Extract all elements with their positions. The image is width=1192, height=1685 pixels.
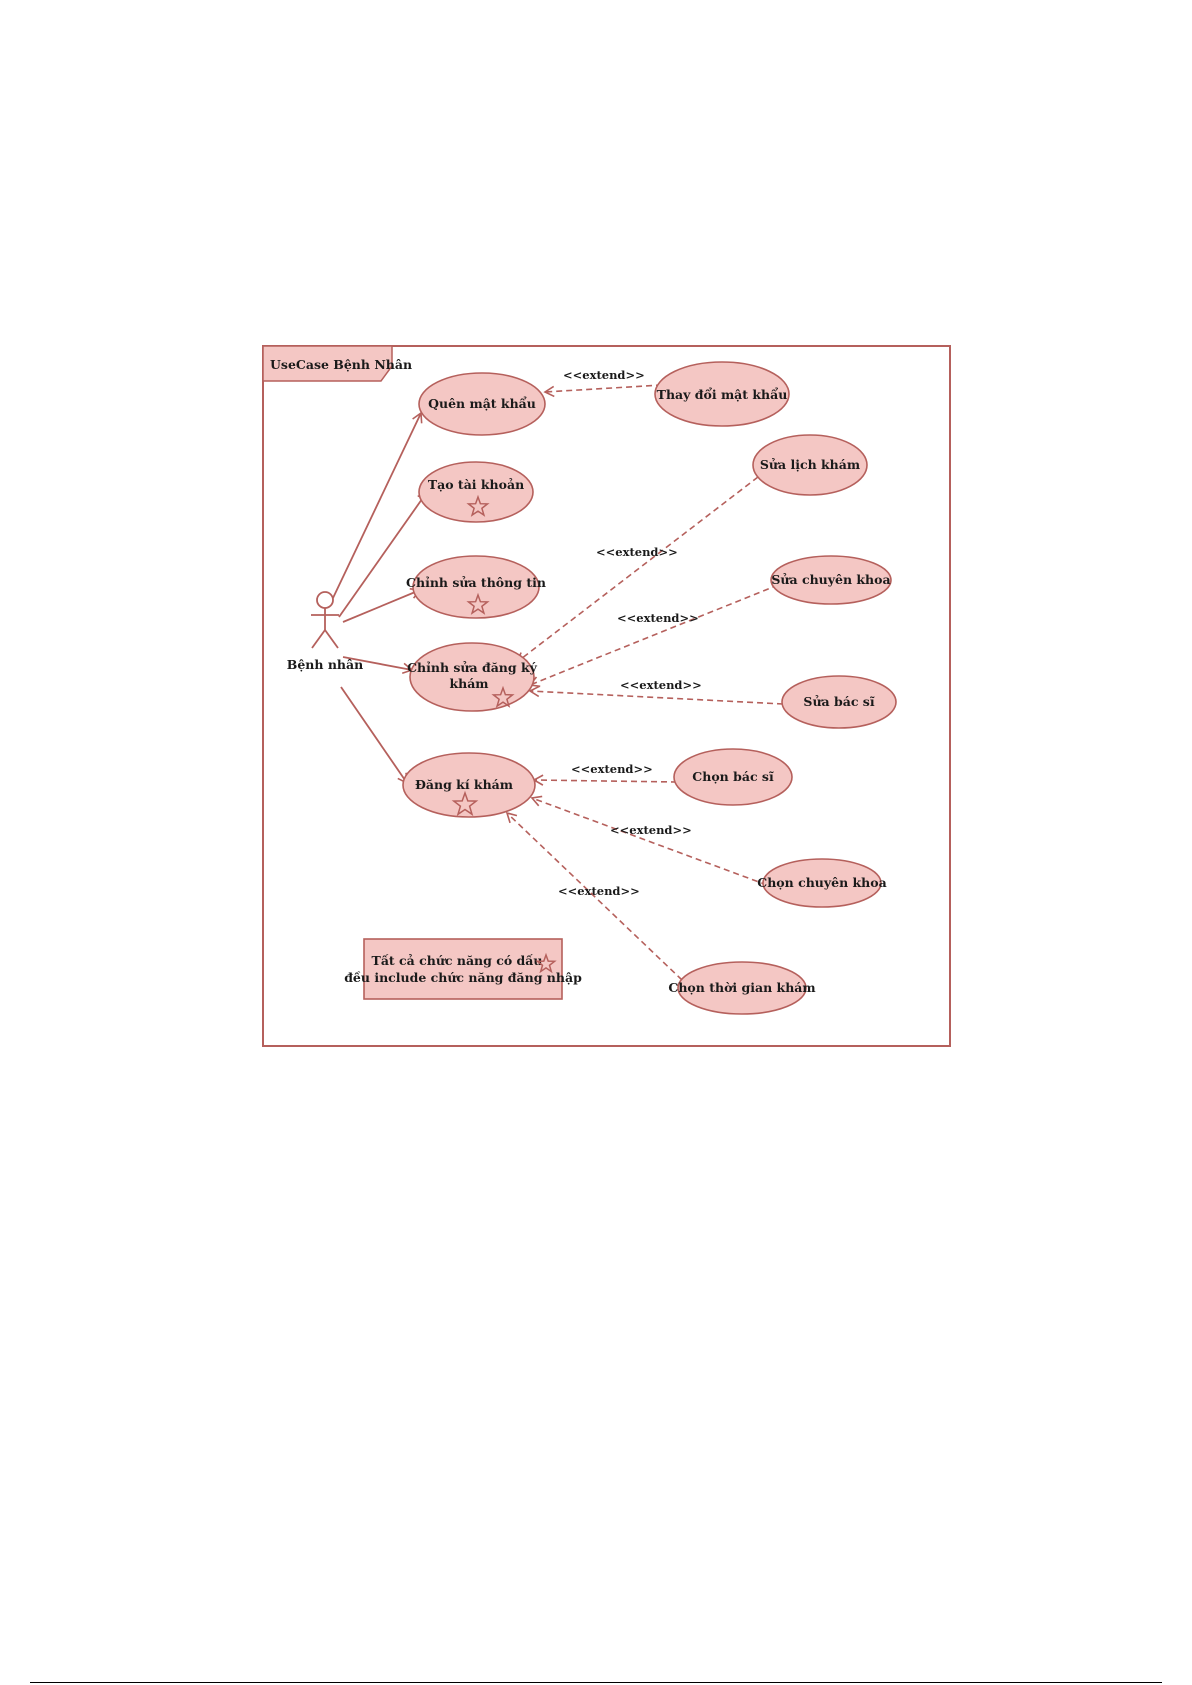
use-case-chon-chuyen-khoa: Chọn chuyên khoa [757,858,887,908]
actor-benh-nhan [311,591,339,649]
use-case-label: Chọn thời gian khám [668,980,815,995]
actor-leg-left [311,629,326,649]
page-footer-rule [30,1682,1162,1683]
actor-leg-right [324,629,339,649]
extend-label-7: <<extend>> [558,884,640,898]
extend-label-1: <<extend>> [563,368,645,382]
note-box: Tất cả chức năng có dấu đều include chức… [344,938,582,1000]
frame-title-tab [262,345,393,382]
extend-sua-chuyen-khoa [528,584,779,688]
use-case-shape [770,555,892,605]
actor-head [316,591,334,609]
use-case-shape [402,752,536,818]
use-case-label: Quên mật khẩu [428,396,536,411]
use-case-sua-lich-kham: Sửa lịch khám [752,434,868,496]
use-case-label-line2: khám [449,676,488,691]
extend-label-4: <<extend>> [620,678,702,692]
use-case-label: Sửa bác sĩ [803,694,874,709]
use-case-shape [412,555,540,619]
use-case-shape [654,361,790,427]
use-case-label: Đăng kí khám [415,777,513,792]
note-line-2: đều include chức năng đăng nhập [344,970,582,985]
use-case-sua-chuyen-khoa: Sửa chuyên khoa [770,555,892,605]
frame-title: UseCase Bệnh Nhân [270,357,412,372]
use-case-shape [418,372,546,436]
use-case-label: Sửa chuyên khoa [771,572,890,587]
use-case-tao-tai-khoan: Tạo tài khoản [418,461,534,523]
use-case-shape [409,642,535,712]
star-icon [491,685,515,708]
use-case-label: Chọn bác sĩ [692,769,774,784]
extend-label-2: <<extend>> [596,545,678,559]
extend-chon-bac-si [532,774,678,786]
use-case-label: Thay đổi mật khẩu [657,387,788,402]
use-case-thay-doi-mat-khau: Thay đổi mật khẩu [654,361,790,427]
star-icon [466,592,490,615]
use-case-dang-ki-kham: Đăng kí khám [402,752,536,818]
note-frame [363,938,563,1000]
star-icon [466,494,490,517]
note-line-1: Tất cả chức năng có dấu [372,953,543,968]
assoc-quen-mat-khau [332,411,423,599]
use-case-shape [673,748,793,806]
extend-sua-lich-kham [515,476,759,664]
extend-chon-chuyen-khoa [530,795,768,886]
star-icon [451,790,479,817]
assoc-tao-tai-khoan [338,490,428,618]
use-case-label: Chỉnh sửa thông tin [406,575,546,590]
use-case-label: Sửa lịch khám [760,457,860,472]
actor-name: Bệnh nhân [287,657,363,672]
use-case-shape [781,675,897,729]
extend-labels: <<extend>> <<extend>> <<extend>> <<exten… [558,368,702,898]
use-case-chon-bac-si: Chọn bác sĩ [673,748,793,806]
use-case-label: Tạo tài khoản [428,477,524,492]
use-case-chinh-sua-thong-tin: Chỉnh sửa thông tin [406,555,546,619]
extend-label-5: <<extend>> [571,762,653,776]
extend-label-6: <<extend>> [610,823,692,837]
assoc-dang-ki-kham [340,686,408,785]
extend-relations [505,384,784,981]
extend-sua-bac-si [528,685,784,705]
use-case-quen-mat-khau: Quên mật khẩu [418,372,546,436]
use-case-shape [677,961,807,1015]
use-case-shape [762,858,882,908]
star-icon [535,952,557,974]
use-case-shape [752,434,868,496]
extend-chon-thoi-gian-kham [505,811,683,981]
use-case-shape [418,461,534,523]
extend-label-3: <<extend>> [617,611,699,625]
assoc-chinh-sua-dang-ky-kham [342,656,414,675]
use-case-chinh-sua-dang-ky-kham: Chỉnh sửa đăng ký khám [407,642,538,712]
use-case-label-line1: Chỉnh sửa đăng ký [407,660,538,675]
use-case-label: Chọn chuyên khoa [757,875,886,890]
use-case-chon-thoi-gian-kham: Chọn thời gian khám [668,961,816,1015]
use-case-sua-bac-si: Sửa bác sĩ [781,675,897,729]
associations [332,411,428,785]
assoc-chinh-sua-thong-tin [342,588,422,623]
